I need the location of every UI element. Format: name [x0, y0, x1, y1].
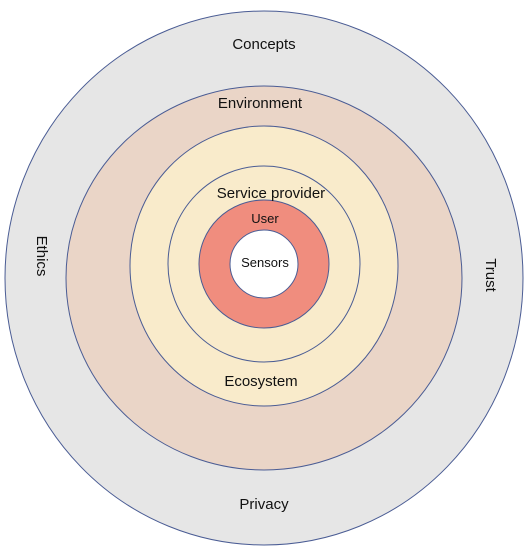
label-privacy: Privacy: [239, 496, 289, 513]
label-ethics: Ethics: [33, 236, 50, 277]
label-sensors: Sensors: [241, 255, 289, 270]
label-trust: Trust: [482, 258, 499, 292]
label-ecosystem: Ecosystem: [224, 373, 297, 390]
label-user: User: [251, 211, 279, 226]
ring-sensors: [229, 229, 299, 299]
label-concepts: Concepts: [232, 36, 295, 53]
label-service-provider: Service provider: [217, 185, 325, 202]
label-environment: Environment: [218, 95, 303, 112]
